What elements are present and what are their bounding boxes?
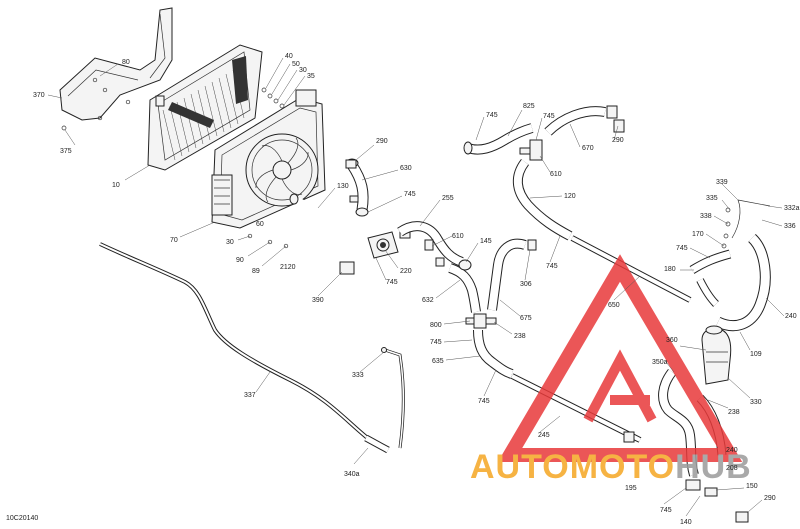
callout-245: 245 [538,432,550,439]
callout-35: 35 [307,73,315,80]
fan-blades [255,137,309,203]
callout-745-f: 745 [430,339,442,346]
callout-290-lower: 290 [764,495,776,502]
callout-40: 40 [285,53,293,60]
callout-332a: 332a [784,205,800,212]
coolant-tube-650 [570,235,692,303]
callout-30-upper: 30 [299,67,307,74]
vent-tube-333 [364,347,405,454]
hose-825 [463,123,534,155]
callout-89: 89 [252,268,260,275]
callout-338: 338 [700,213,712,220]
callout-745-c: 745 [486,112,498,119]
hose-240 [715,233,771,332]
callout-330: 330 [750,399,762,406]
hose-180 [689,249,732,307]
callout-70: 70 [170,237,178,244]
callout-306: 306 [520,281,532,288]
callout-240: 240 [785,313,797,320]
callout-370: 370 [33,92,45,99]
callout-60: 60 [256,221,264,228]
callout-745-h: 745 [676,245,688,252]
hose-630 [345,158,369,217]
watermark-inner-mark [583,349,657,423]
watermark-text-orange: AUTOMOTO [470,448,675,486]
callout-650: 650 [608,302,620,309]
callout-745-d: 745 [543,113,555,120]
coolant-reservoir [701,325,732,385]
callout-290-right: 290 [612,137,624,144]
diagram-code: 10C20140 [6,515,39,522]
callout-337: 337 [244,392,256,399]
callout-800: 800 [430,322,442,329]
callout-150: 150 [746,483,758,490]
radiator [147,44,263,171]
fasteners [61,87,625,249]
callout-630: 630 [400,165,412,172]
hose-670 [544,105,618,136]
callout-2120: 2120 [280,264,296,271]
callout-745-i: 745 [660,507,672,514]
fitting-150 [685,479,749,523]
callout-195: 195 [625,485,637,492]
callout-50: 50 [292,61,300,68]
callout-140: 140 [680,519,692,526]
callout-238-left: 238 [514,333,526,340]
callout-610-upper: 610 [550,171,562,178]
callout-336: 336 [784,223,796,230]
callout-360: 360 [666,337,678,344]
vent-hose-335 [721,199,771,249]
watermark-text-gray: HUB [675,448,752,486]
callout-745-a: 745 [404,191,416,198]
callout-635: 635 [432,358,444,365]
callout-30-lower: 30 [226,239,234,246]
callout-180: 180 [664,266,676,273]
callout-255: 255 [442,195,454,202]
callout-90: 90 [236,257,244,264]
hose-632 [448,259,481,313]
t-fitting [465,313,497,329]
callout-240-lower: 240 [726,447,738,454]
callout-80: 80 [122,59,130,66]
callout-610-lower: 610 [452,233,464,240]
callout-340a: 340a [344,471,360,478]
hose-675 [487,238,537,311]
callout-333: 333 [352,372,364,379]
callout-745-b: 745 [386,279,398,286]
watermark-triangle [497,254,743,462]
callout-290-upper: 290 [376,138,388,145]
callout-390: 390 [312,297,324,304]
watermark: AUTOMOTOHUB [470,254,752,486]
callout-208: 208 [726,465,738,472]
chassis-tube-337 [99,242,372,442]
hose-120 [512,158,573,241]
callout-10: 10 [112,182,120,189]
callout-220: 220 [400,268,412,275]
hose-255 [397,221,464,267]
hose-635 [473,329,514,379]
callout-825: 825 [523,103,535,110]
callout-339: 339 [716,179,728,186]
callout-120: 120 [564,193,576,200]
callout-109: 109 [750,351,762,358]
lower-radiator-hose [289,193,355,275]
callout-238-right: 238 [728,409,740,416]
callout-745-g: 745 [478,398,490,405]
fitting-610 [519,139,543,161]
watermark-text: AUTOMOTOHUB [470,448,752,486]
callout-675: 675 [520,315,532,322]
callout-170: 170 [692,231,704,238]
callout-350a: 350a [652,359,668,366]
callout-632: 632 [422,297,434,304]
callout-335-left: 335 [706,195,718,202]
callout-145: 145 [480,238,492,245]
callout-375: 375 [60,148,72,155]
coolant-tube-245 [510,373,642,443]
radiator-bracket [59,7,173,121]
callout-745-e: 745 [546,263,558,270]
callout-labels: 370 80 40 50 30 35 375 10 70 30 60 90 89… [33,53,800,526]
callout-670: 670 [582,145,594,152]
callout-130: 130 [337,183,349,190]
